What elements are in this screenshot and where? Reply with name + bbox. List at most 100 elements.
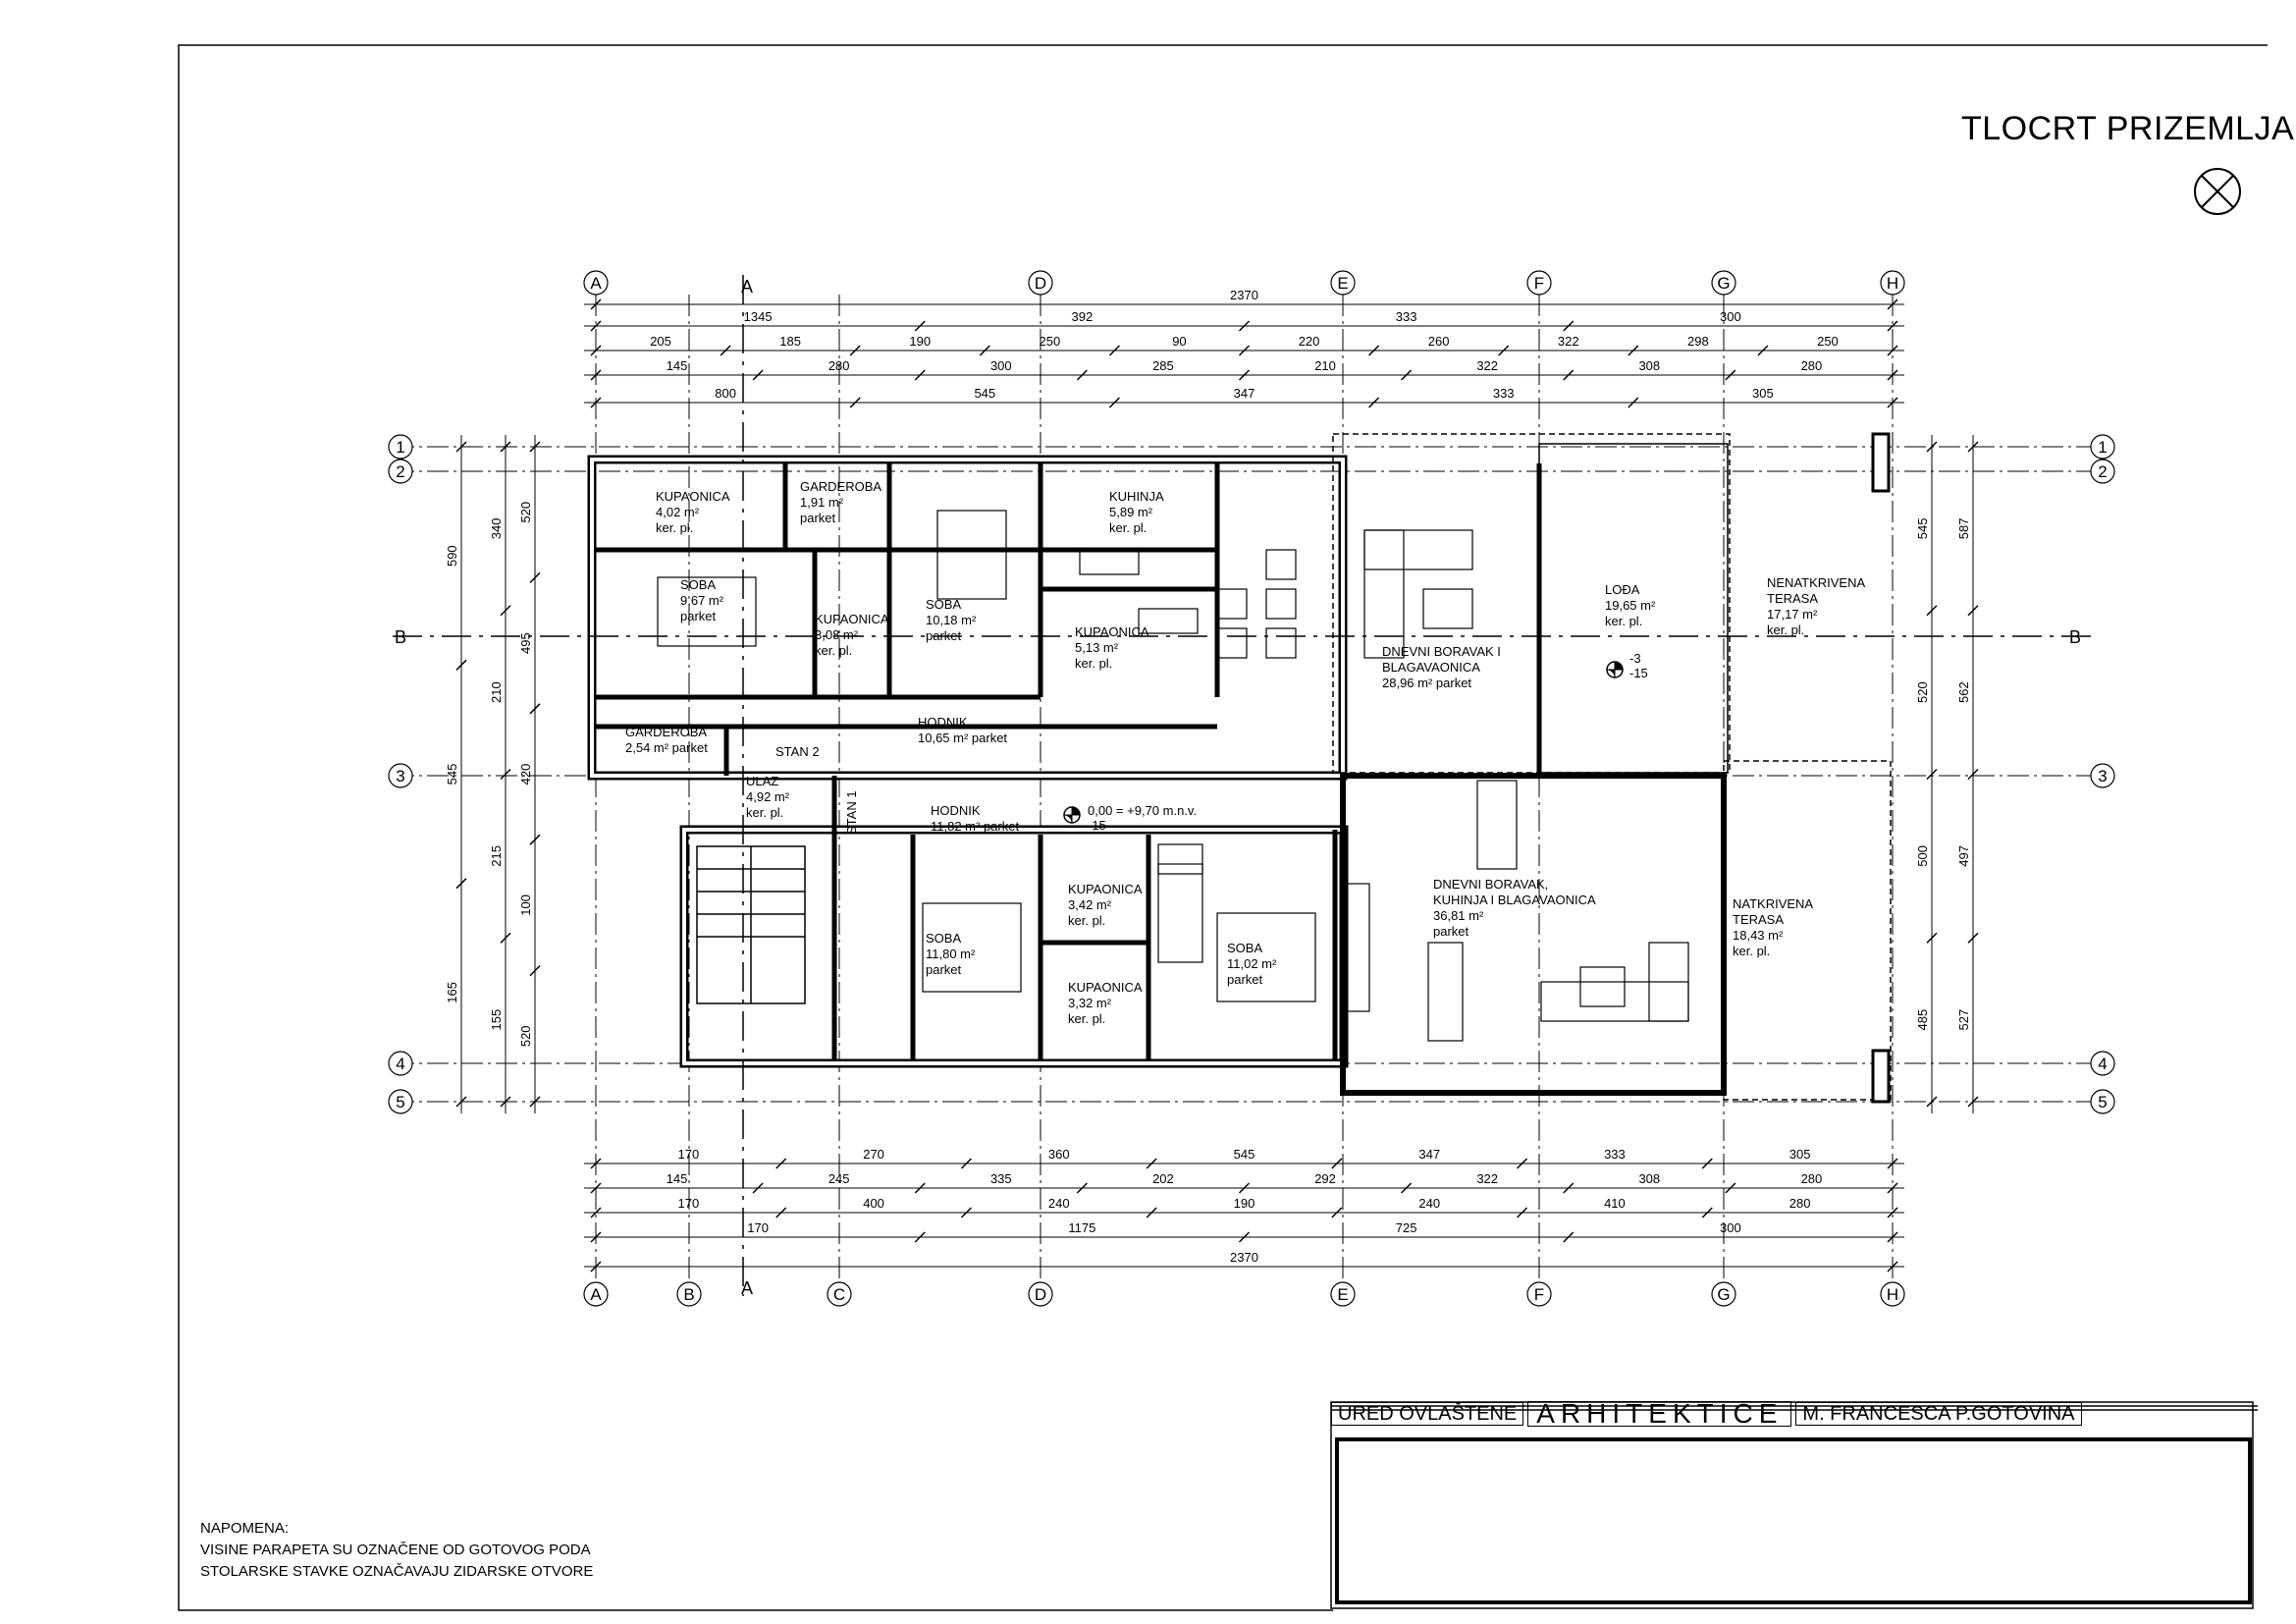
dim-right-2-tick: [1967, 932, 1979, 944]
dim-bottom-2-label: 280: [1801, 1171, 1823, 1186]
grid-label-C: C: [833, 1285, 845, 1304]
dim-top-1-label: 1345: [744, 309, 773, 324]
dim-bottom-1-tick: [960, 1158, 972, 1169]
dim-bottom-3-tick: [1887, 1207, 1898, 1218]
room-label-2: GARDEROBA: [800, 479, 881, 494]
room-label-20: NATKRIVENA: [1733, 896, 1813, 911]
room-label-4: KUPAONICA: [815, 612, 889, 626]
apartment-label-stan-2: STAN 2: [775, 744, 820, 759]
room-label-6: ker. pl.: [1109, 520, 1147, 535]
dim-bottom-2-tick: [1725, 1182, 1736, 1194]
dim-bottom-1-label: 360: [1048, 1147, 1070, 1162]
dim-bottom-4-label: 300: [1720, 1220, 1741, 1235]
dim-bottom-2-label: 292: [1314, 1171, 1336, 1186]
dim-bottom-2-tick: [1563, 1182, 1575, 1194]
room-label-17: KUPAONICA: [1068, 980, 1143, 995]
dim-right-1-tick: [1926, 768, 1938, 781]
dim-bottom-2-tick: [914, 1182, 926, 1194]
dim-top-2-label: 90: [1172, 334, 1186, 349]
dim-bottom-2-tick: [1401, 1182, 1413, 1194]
dim-top-2-tick: [1628, 345, 1639, 356]
room-label-11: GARDEROBA: [625, 725, 707, 739]
dim-top-2-label: 298: [1687, 334, 1709, 349]
dim-right-2-label: 587: [1956, 518, 1971, 540]
dim-top-3-tick: [1238, 369, 1251, 381]
dim-top-1-tick: [1887, 320, 1898, 332]
notes-heading: NAPOMENA:: [200, 1520, 290, 1537]
dim-top-3-tick: [1725, 369, 1736, 381]
dim-top-1-label: 300: [1720, 309, 1741, 324]
dim-left-2-tick: [500, 768, 511, 781]
room-label-19: DNEVNI BORAVAK,: [1433, 877, 1548, 892]
column-se: [1871, 1049, 1891, 1104]
grid-bubble-row-5: [2090, 1089, 2115, 1114]
terrace-lower: [1723, 760, 1892, 1101]
dim-left-1-label: 165: [445, 982, 459, 1003]
dim-top-1-tick: [1563, 320, 1575, 332]
dim-bottom-4-tick: [914, 1231, 926, 1243]
title-block-header: URED OVLAŠTENE ARHITEKTICE M. FRANCESCA …: [1331, 1400, 2086, 1428]
room-label-2: parket: [800, 511, 836, 525]
furniture: [657, 510, 1689, 1042]
dim-left-3-label: 520: [518, 1025, 533, 1047]
note-2: STOLARSKE STAVKE OZNAČAVAJU ZIDARSKE OTV…: [200, 1563, 594, 1580]
dim-left-2-label: 155: [489, 1009, 504, 1031]
dim-bottom-2-label: 145: [667, 1171, 688, 1186]
dim-right-2-label: 562: [1956, 681, 1971, 703]
dim-left-1-label: 545: [445, 764, 459, 785]
room-label-18: 11,02 m²: [1227, 956, 1277, 971]
dim-left-1-tick: [455, 878, 467, 890]
section-label-a-top: A: [741, 277, 753, 297]
dim-top-4-tick: [849, 397, 861, 408]
dim-top-2-tick: [1887, 345, 1898, 356]
grid-label-row-4: 4: [396, 1055, 404, 1073]
dim-top-3-label: 145: [667, 358, 688, 373]
dim-left-3-tick: [529, 571, 541, 583]
grid-label-F: F: [1534, 274, 1544, 293]
grid-label-H: H: [1887, 274, 1898, 293]
room-label-7: ker. pl.: [1075, 656, 1112, 671]
grid-label-B: B: [683, 1285, 694, 1304]
staircase: [696, 845, 806, 1004]
dim-top-2-tick: [590, 345, 602, 356]
dim-top-3-tick: [752, 369, 764, 381]
loda-offset-label: -15: [1629, 666, 1648, 680]
dim-right-1-label: 485: [1915, 1009, 1930, 1031]
room-label-3: parket: [680, 609, 717, 623]
room-label-15: 11,80 m²: [926, 947, 976, 961]
dim-top-1-label: 392: [1072, 309, 1094, 324]
grid-label-row-3: 3: [2098, 767, 2107, 785]
room-label-12: 10,65 m² parket: [918, 731, 1007, 745]
grid-label-row-1: 1: [2098, 438, 2107, 457]
grid-label-row-1: 1: [396, 438, 404, 457]
room-label-9: LOĐA: [1605, 582, 1640, 597]
dim-top-4-tick: [1628, 397, 1639, 408]
dim-top-3-label: 285: [1152, 358, 1174, 373]
grid-bubble-row-1: [388, 434, 413, 460]
grid-bubble-row-4: [2090, 1051, 2115, 1076]
room-label-4: ker. pl.: [815, 643, 852, 658]
dim-bottom-1-label: 270: [863, 1147, 884, 1162]
grid-label-G: G: [1717, 274, 1730, 293]
dim-bottom-3-tick: [590, 1207, 602, 1218]
grid-bubble-A: [583, 270, 609, 296]
dim-bottom-1-tick: [1887, 1158, 1898, 1169]
dim-top-3-tick: [1563, 369, 1575, 381]
grid-label-F: F: [1534, 1285, 1544, 1304]
dim-bottom-1-tick: [1331, 1158, 1343, 1169]
grid-bubble-E: [1330, 270, 1356, 296]
grid-bubble-row-4: [388, 1051, 413, 1076]
room-label-20: TERASA: [1733, 912, 1784, 927]
dim-right-1-label: 520: [1915, 681, 1930, 703]
dim-right-1-label: 500: [1915, 845, 1930, 867]
grid-label-row-5: 5: [396, 1093, 404, 1111]
apartment-label-stan-1: STAN 1: [844, 790, 859, 835]
dim-bottom-total-label: 2370: [1230, 1250, 1258, 1265]
room-label-13: ker. pl.: [746, 805, 783, 820]
grid-bubble-B: [676, 1281, 702, 1307]
dim-bottom-3-label: 170: [678, 1196, 700, 1211]
dim-right-1-tick: [1926, 1096, 1938, 1108]
dim-right-1-label: 545: [1915, 518, 1930, 540]
dim-bottom-1-label: 347: [1418, 1147, 1440, 1162]
dim-bottom-1-tick: [775, 1158, 787, 1169]
